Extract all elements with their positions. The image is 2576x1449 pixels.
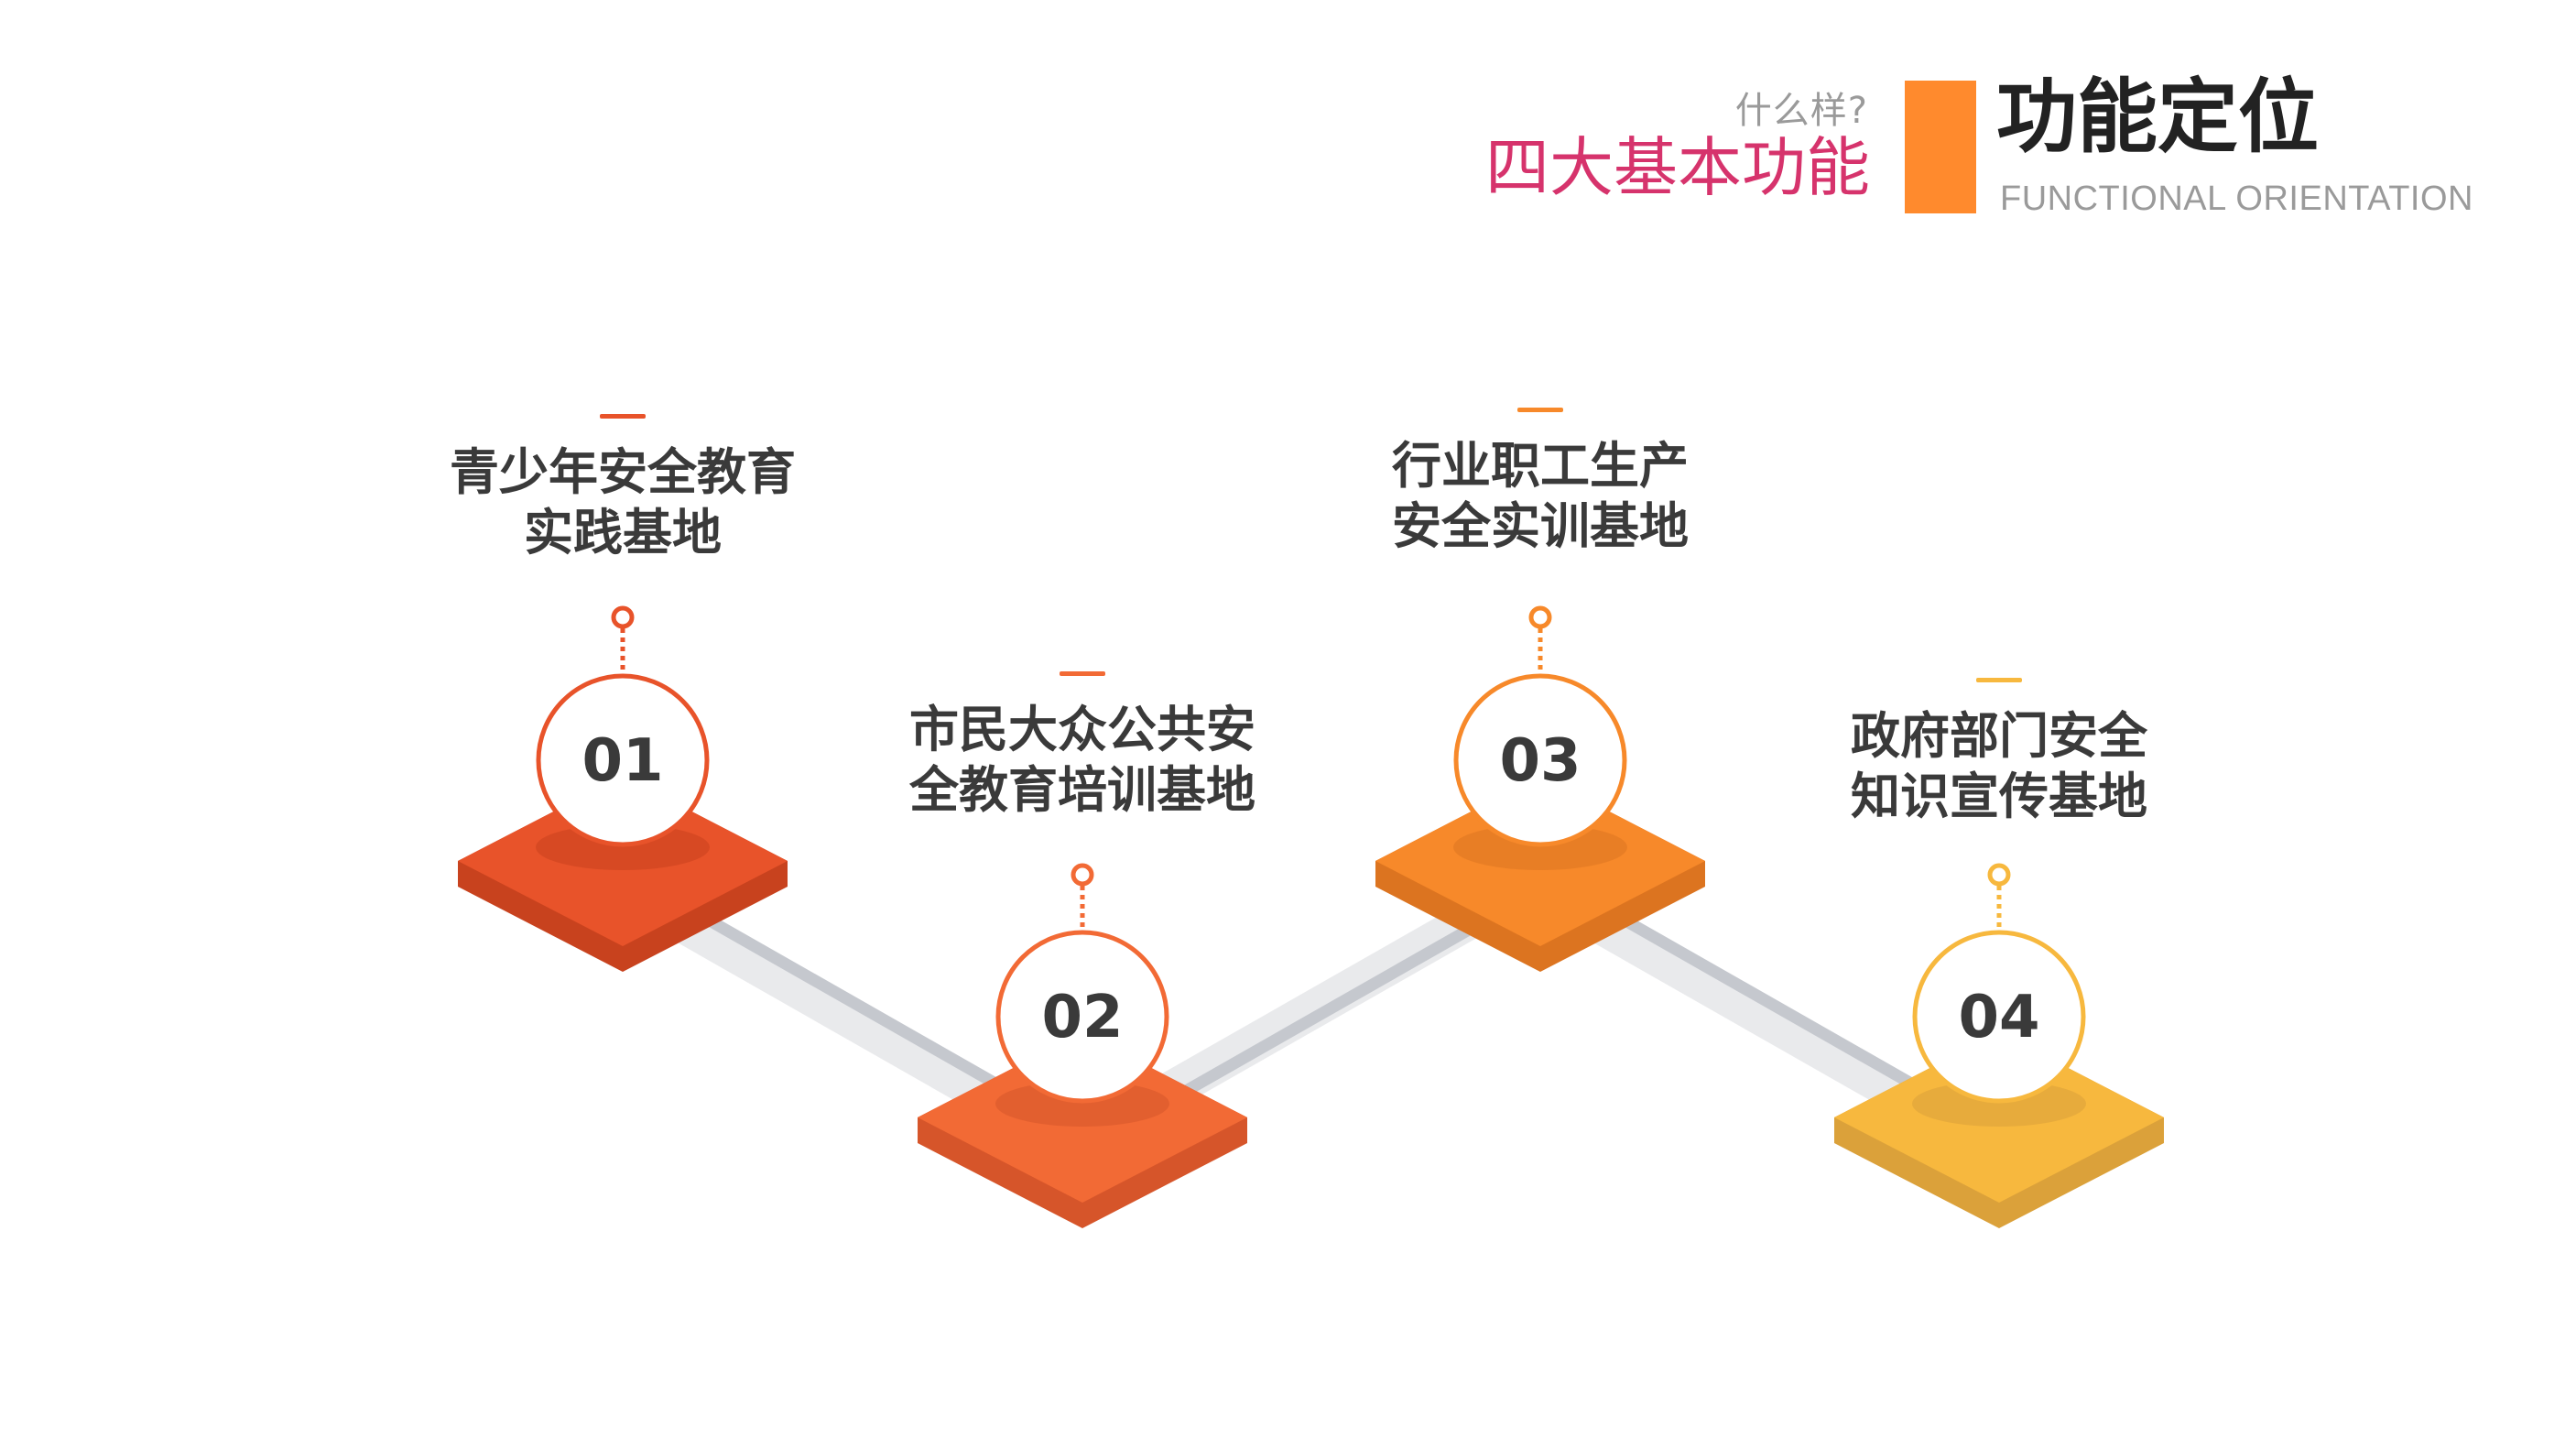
step-number-3: 03 [1499, 727, 1581, 795]
pin-1 [611, 605, 635, 673]
step-4-node: 04 [1834, 863, 2164, 1228]
pin-2 [1071, 863, 1094, 930]
step-number-2: 02 [1041, 984, 1123, 1051]
platform-2 [918, 1032, 1247, 1228]
step-label-4-line1: 政府部门安全 [1851, 707, 2147, 765]
label-dash-3 [1517, 408, 1563, 412]
pin-3 [1528, 605, 1552, 673]
step-label-4: 政府部门安全 知识宣传基地 [1816, 678, 2182, 827]
badge-circle-3 [1453, 673, 1627, 847]
step-label-3-line2: 安全实训基地 [1392, 497, 1689, 555]
step-3-node: 03 [1375, 605, 1705, 972]
platform-4 [1834, 1032, 2164, 1228]
step-label-1: 青少年安全教育 实践基地 [440, 414, 806, 563]
step-label-3: 行业职工生产 安全实训基地 [1357, 408, 1723, 557]
step-2-node: 02 [918, 863, 1247, 1228]
connectors [623, 875, 1969, 1136]
label-dash-1 [600, 414, 646, 419]
header-subtitle: 四大基本功能 [1485, 130, 1870, 205]
header-question: 什么样? [1734, 90, 1868, 132]
connector-2-3 [1117, 875, 1548, 1122]
step-label-1-line1: 青少年安全教育 [450, 443, 796, 501]
step-label-4-line2: 知识宣传基地 [1851, 768, 2147, 825]
step-number-4: 04 [1958, 984, 2039, 1051]
step-number-1: 01 [582, 727, 663, 795]
page-title: 功能定位 [1996, 70, 2320, 164]
label-dash-2 [1060, 671, 1105, 676]
label-dash-4 [1976, 678, 2022, 682]
badge-circle-1 [536, 673, 710, 847]
step-label-2-line1: 市民大众公共安 [909, 701, 1255, 758]
page-title-english: FUNCTIONAL ORIENTATION [2000, 180, 2473, 218]
platform-1 [458, 776, 788, 972]
connector-1-2 [623, 875, 1053, 1136]
step-1-node: 01 [458, 605, 788, 972]
step-label-3-line1: 行业职工生产 [1392, 437, 1689, 495]
step-label-2: 市民大众公共安 全教育培训基地 [881, 671, 1284, 821]
header-accent-bar [1905, 81, 1976, 213]
connector-3-4 [1538, 875, 1969, 1136]
badge-circle-4 [1912, 930, 2086, 1104]
step-label-2-line2: 全教育培训基地 [909, 761, 1255, 819]
pin-4 [1987, 863, 2011, 930]
badge-circle-2 [995, 930, 1169, 1104]
platform-3 [1375, 776, 1705, 972]
step-label-1-line2: 实践基地 [524, 504, 722, 561]
